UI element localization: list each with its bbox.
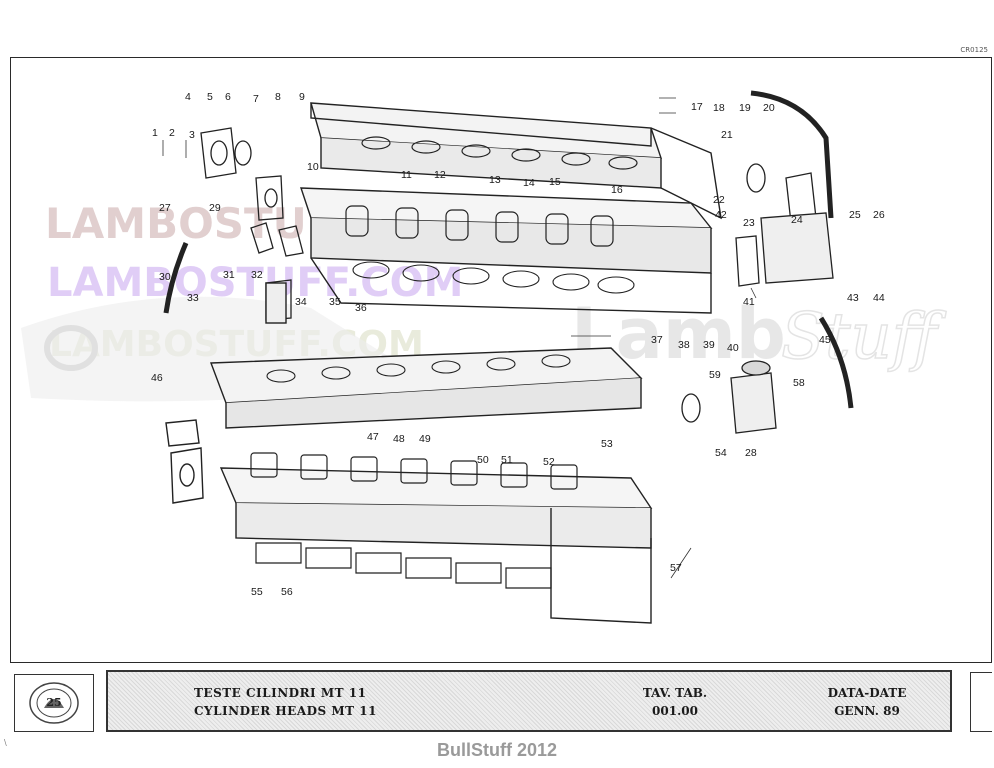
callout-22: 22 <box>713 194 725 206</box>
callout-59: 59 <box>709 369 721 381</box>
diagram-frame: LAMBOSTUFF.COM LAMBOSTUFF.COM LAMBOSTUFF… <box>10 57 992 663</box>
watermark-line-2: LAMBOSTUFF.COM <box>47 260 463 306</box>
date-value: GENN. 89 <box>834 704 900 718</box>
callout-41: 41 <box>743 296 755 308</box>
corner-mark: \ <box>4 738 7 747</box>
callout-11: 11 <box>401 169 412 181</box>
callout-31: 31 <box>223 269 235 281</box>
callout-32: 32 <box>251 269 263 281</box>
callout-54: 54 <box>715 447 727 459</box>
callout-49: 49 <box>419 433 431 445</box>
callout-40: 40 <box>727 342 739 354</box>
callout-10: 10 <box>307 161 319 173</box>
credit-text: BullStuff 2012 <box>436 740 558 760</box>
callout-33: 33 <box>187 292 199 304</box>
callout-34: 34 <box>295 296 307 308</box>
callout-5: 5 <box>207 91 213 103</box>
callout-30: 30 <box>159 271 171 283</box>
callout-21: 21 <box>721 129 733 141</box>
callout-18: 18 <box>713 102 725 114</box>
callout-20: 20 <box>763 102 775 114</box>
callout-38: 38 <box>678 339 690 351</box>
table-number: 001.00 <box>652 704 698 718</box>
callout-7: 7 <box>253 93 259 105</box>
callout-47: 47 <box>367 431 379 443</box>
upper-cylinder-head <box>300 187 713 314</box>
svg-text:25: 25 <box>46 696 61 709</box>
lower-cam-cover <box>210 282 643 429</box>
leader-lines <box>162 97 757 579</box>
callout-28: 28 <box>745 447 757 459</box>
title-block: TESTE CILINDRI MT 11 CYLINDER HEADS MT 1… <box>106 670 952 732</box>
callout-52: 52 <box>543 456 555 468</box>
callout-44: 44 <box>873 292 885 304</box>
callout-51: 51 <box>501 454 513 466</box>
callout-14: 14 <box>523 177 535 189</box>
callout-27: 27 <box>159 202 171 214</box>
callout-58: 58 <box>793 377 805 389</box>
callout-48: 48 <box>393 433 405 445</box>
callout-43: 43 <box>847 292 859 304</box>
callout-24: 24 <box>791 214 803 226</box>
callout-15: 15 <box>549 176 561 188</box>
callout-12: 12 <box>434 169 446 181</box>
callout-25: 25 <box>849 209 861 221</box>
callout-45: 45 <box>819 334 831 346</box>
watermark-brand-script: Stuff <box>781 300 947 374</box>
callout-13: 13 <box>489 174 501 186</box>
exploded-diagram: LAMBOSTUFF.COM LAMBOSTUFF.COM LAMBOSTUFF… <box>11 58 991 662</box>
callout-19: 19 <box>739 102 751 114</box>
callout-29: 29 <box>209 202 221 214</box>
callout-9: 9 <box>299 91 305 103</box>
callout-8: 8 <box>275 91 281 103</box>
callout-37: 37 <box>651 334 663 346</box>
callout-26: 26 <box>873 209 885 221</box>
callout-23: 23 <box>743 217 755 229</box>
date-label: DATA-DATE <box>827 686 907 700</box>
callout-53: 53 <box>601 438 613 450</box>
callout-39: 39 <box>703 339 715 351</box>
callout-55: 55 <box>251 586 263 598</box>
callout-3: 3 <box>189 129 195 141</box>
callout-35: 35 <box>329 296 341 308</box>
callout-16: 16 <box>611 184 623 196</box>
callout-4: 4 <box>185 91 191 103</box>
upper-cam-cover <box>310 102 722 220</box>
company-seal-logo: 25 <box>14 674 94 732</box>
title-english: CYLINDER HEADS MT 11 <box>194 704 377 718</box>
callout-36: 36 <box>355 302 367 314</box>
callout-1: 1 <box>152 127 158 139</box>
callout-17: 17 <box>691 101 703 113</box>
callout-42: 42 <box>715 209 727 221</box>
seal-icon: 25 <box>29 682 79 724</box>
callout-6: 6 <box>225 91 231 103</box>
sheet-code: CR0125 <box>960 46 988 54</box>
table-label: TAV. TAB. <box>642 686 708 700</box>
title-italian: TESTE CILINDRI MT 11 <box>194 686 367 700</box>
callout-50: 50 <box>477 454 489 466</box>
watermark-wheel <box>44 325 98 371</box>
page-corner-tab <box>970 672 992 732</box>
title-block-area: 25 TESTE CILINDRI MT 11 CYLINDER HEADS M… <box>10 670 992 736</box>
lower-cylinder-head <box>165 419 653 624</box>
right-side-parts <box>681 90 854 434</box>
callout-56: 56 <box>281 586 293 598</box>
callout-46: 46 <box>151 372 163 384</box>
callout-2: 2 <box>169 127 175 139</box>
callout-57: 57 <box>670 562 682 574</box>
